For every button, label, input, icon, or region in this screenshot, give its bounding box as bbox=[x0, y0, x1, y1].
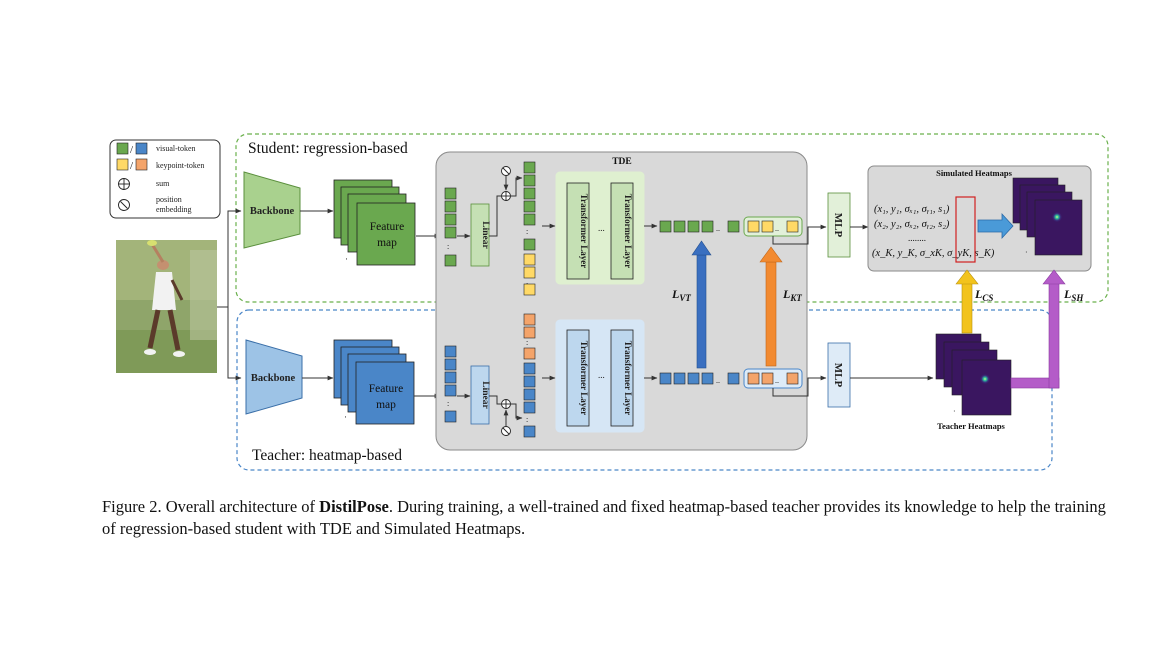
student-position-embedding-icon bbox=[501, 166, 511, 176]
teacher-feature-map: · bbox=[333, 339, 415, 425]
sum-icon bbox=[118, 178, 130, 190]
student-feature-map: · bbox=[333, 179, 416, 266]
figure-caption: Figure 2. Overall architecture of Distil… bbox=[102, 496, 1112, 540]
teacher-heatmap-stack: · bbox=[935, 333, 1012, 416]
simulate-arrow bbox=[977, 212, 1014, 240]
teacher-position-embedding-icon bbox=[501, 426, 511, 436]
student-feature-label-1: Feature bbox=[370, 221, 404, 233]
svg-text:·: · bbox=[345, 254, 348, 264]
teacher-feature-label-1: Feature bbox=[369, 383, 403, 395]
loss-cs-label: LCS bbox=[974, 287, 993, 303]
teacher-output-visual-tokens: .. bbox=[659, 372, 740, 385]
teacher-transformer-label-1: Transformer Layer bbox=[579, 341, 589, 415]
simulated-row-k: (x_K, y_K, σ_xK, σ_yK, s_K) bbox=[872, 248, 995, 259]
teacher-visual-tokens-in: : bbox=[444, 345, 457, 423]
position-embedding-icon bbox=[118, 199, 130, 211]
simulated-row-dots: ........ bbox=[908, 233, 926, 243]
student-token-sequence: : : bbox=[523, 161, 536, 296]
loss-sh-arrow bbox=[1010, 269, 1066, 389]
svg-text:·: · bbox=[1025, 248, 1028, 257]
student-transformer-layer-1 bbox=[566, 182, 590, 280]
student-transformer-layer-2 bbox=[610, 182, 634, 280]
loss-sh-subscript: SH bbox=[1071, 293, 1084, 303]
legend-visual-token: visual-token bbox=[156, 144, 196, 153]
simulated-heatmap-stack: · bbox=[1012, 177, 1083, 257]
svg-text::: : bbox=[526, 227, 528, 236]
student-sum-icon bbox=[501, 191, 511, 201]
svg-text:...: ... bbox=[598, 370, 605, 380]
student-transformer-label-1: Transformer Layer bbox=[579, 194, 589, 268]
svg-text::: : bbox=[526, 338, 528, 347]
student-title: Student: regression-based bbox=[248, 140, 408, 157]
teacher-backbone bbox=[245, 339, 303, 415]
teacher-sum-icon bbox=[501, 399, 511, 409]
loss-kt-subscript: KT bbox=[789, 293, 802, 303]
svg-text:/: / bbox=[130, 160, 134, 172]
student-visual-tokens-in: : bbox=[444, 187, 457, 267]
teacher-title: Teacher: heatmap-based bbox=[252, 447, 402, 464]
svg-text:·: · bbox=[344, 412, 347, 422]
student-mlp bbox=[827, 192, 851, 258]
teacher-output-keypoint-tokens: .. bbox=[743, 368, 803, 389]
teacher-mlp-label: MLP bbox=[832, 363, 844, 388]
svg-text:..: .. bbox=[775, 376, 779, 385]
loss-sh-label: LSH bbox=[1063, 287, 1084, 303]
teacher-transformer-layer-2 bbox=[610, 329, 634, 427]
svg-text:..: .. bbox=[716, 376, 720, 385]
svg-text:..: .. bbox=[716, 224, 720, 233]
simulated-heatmaps-title: Simulated Heatmaps bbox=[936, 168, 1012, 178]
student-output-visual-tokens: .. bbox=[659, 220, 740, 233]
legend: / visual-token / keypoint-token sum posi… bbox=[109, 139, 221, 219]
tde-title: TDE bbox=[612, 157, 632, 167]
loss-kt-arrow bbox=[759, 246, 783, 367]
teacher-linear-label: Linear bbox=[480, 381, 490, 409]
simulated-row-2: (x₂, y₂, σₓ₂, σᵧ₂, s₂) bbox=[874, 219, 950, 230]
student-linear bbox=[470, 203, 490, 267]
student-region bbox=[235, 133, 1109, 303]
svg-text::: : bbox=[526, 415, 528, 424]
teacher-mlp bbox=[827, 342, 851, 408]
loss-cs-subscript: CS bbox=[982, 293, 993, 303]
svg-text::: : bbox=[447, 242, 449, 251]
teacher-backbone-label: Backbone bbox=[251, 373, 296, 384]
svg-text:..: .. bbox=[775, 224, 779, 233]
input-arrow bbox=[217, 208, 242, 308]
student-backbone-label: Backbone bbox=[250, 206, 295, 217]
score-highlight-box bbox=[955, 196, 976, 263]
caption-suffix: . During training, a well-trained and fi… bbox=[102, 497, 1106, 538]
svg-text::: : bbox=[447, 399, 449, 408]
teacher-token-sequence: : : bbox=[523, 313, 536, 438]
loss-vt-subscript: VT bbox=[679, 293, 691, 303]
student-linear-label: Linear bbox=[480, 221, 490, 249]
legend-keypoint-token: keypoint-token bbox=[156, 161, 204, 170]
student-mlp-label: MLP bbox=[832, 213, 844, 238]
loss-cs-arrow bbox=[955, 269, 979, 334]
teacher-transformer-layer-1 bbox=[566, 329, 590, 427]
student-backbone bbox=[243, 171, 301, 249]
student-transformer-label-2: Transformer Layer bbox=[623, 194, 633, 268]
teacher-heatmaps-label: Teacher Heatmaps bbox=[937, 421, 1005, 431]
input-arrow-teacher bbox=[227, 307, 242, 381]
caption-prefix: Figure 2. Overall architecture of bbox=[102, 497, 320, 516]
legend-position-embedding-1: position bbox=[156, 195, 182, 204]
svg-text:...: ... bbox=[598, 223, 605, 233]
teacher-linear bbox=[470, 365, 490, 425]
svg-text:·: · bbox=[953, 407, 956, 416]
student-feature-label-2: map bbox=[377, 237, 397, 249]
input-image bbox=[116, 240, 217, 373]
student-output-keypoint-tokens: .. bbox=[743, 216, 803, 237]
caption-bold: DistilPose bbox=[319, 497, 389, 516]
legend-position-embedding-2: embedding bbox=[156, 205, 192, 214]
loss-vt-arrow bbox=[691, 240, 712, 369]
legend-sum: sum bbox=[156, 179, 170, 188]
simulated-row-1: (x₁, y₁, σₓ₁, σᵧ₁, s₁) bbox=[874, 204, 950, 215]
svg-text:/: / bbox=[130, 144, 134, 156]
tde-panel bbox=[435, 151, 808, 451]
teacher-transformer-label-2: Transformer Layer bbox=[623, 341, 633, 415]
teacher-feature-label-2: map bbox=[376, 399, 396, 411]
